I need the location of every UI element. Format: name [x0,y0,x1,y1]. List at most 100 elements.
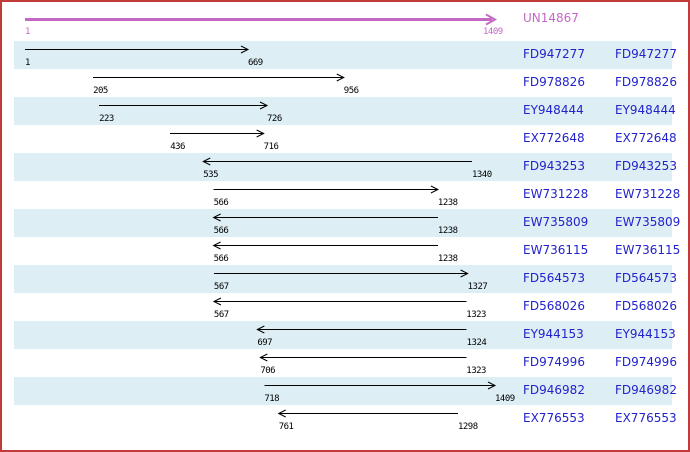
alignment-arrow [202,157,472,166]
alignment-arrow [213,185,440,194]
accession-link-primary[interactable]: EX776553 [523,411,585,425]
end-coordinate-label: 716 [263,142,279,152]
end-coordinate-label: 1409 [495,394,515,404]
end-coordinate-label: 1340 [471,170,492,180]
start-coordinate-label: 718 [264,394,280,404]
end-coordinate-label: 1327 [467,282,488,292]
alignment-arrow [213,269,469,278]
start-coordinate-label: 535 [203,170,219,180]
start-coordinate-label: 223 [99,114,114,124]
alignment-arrow [264,381,497,390]
right-arrowhead-icon [460,269,469,278]
left-arrowhead-icon [256,325,265,334]
alignment-row: 535 1340 FD943253 FD943253 [0,153,690,181]
accession-link-primary[interactable]: FD564573 [523,271,585,285]
right-arrowhead-icon [336,73,345,82]
right-arrowhead-icon [240,45,250,54]
alignment-row: 697 1324 EY944153 EY944153 [0,321,690,349]
row-band [14,97,672,125]
accession-link-secondary[interactable]: FD974996 [615,355,677,369]
reference-start-coordinate: 1 [25,27,30,37]
start-coordinate-label: 697 [257,338,273,348]
end-coordinate-label: 1298 [457,422,478,432]
accession-link-secondary[interactable]: FD947277 [615,47,677,61]
accession-link-secondary[interactable]: EY944153 [615,327,676,341]
start-coordinate-label: 436 [170,142,185,152]
accession-link-primary[interactable]: FD974996 [523,355,585,369]
reference-end-coordinate: 1409 [483,27,503,37]
start-coordinate-label: 205 [93,86,108,96]
end-coordinate-label: 956 [343,86,359,96]
end-coordinate-label: 669 [247,58,263,68]
right-arrowhead-icon [259,101,269,110]
accession-link-secondary[interactable]: FD978826 [615,75,677,89]
alignment-arrow [277,409,458,418]
accession-link-primary[interactable]: FD943253 [523,159,585,173]
accession-link-secondary[interactable]: EW735809 [615,215,681,229]
accession-link-primary[interactable]: EY948444 [523,103,584,117]
accession-link-secondary[interactable]: EY948444 [615,103,676,117]
alignment-row: 205 956 FD978826 FD978826 [0,69,690,97]
right-arrowhead-icon [487,381,497,390]
accession-link-secondary[interactable]: FD564573 [615,271,677,285]
end-coordinate-label: 1323 [466,310,486,320]
reference-arrow [25,13,498,26]
start-coordinate-label: 566 [213,198,229,208]
left-arrowhead-icon [259,353,268,362]
row-band [14,153,672,181]
left-arrowhead-icon [212,241,221,250]
alignment-row: 718 1409 FD946982 FD946982 [0,377,690,405]
accession-link-secondary[interactable]: EX776553 [615,411,677,425]
row-band [14,321,672,349]
accession-link-primary[interactable]: FD978826 [523,75,585,89]
end-coordinate-label: 1324 [466,338,487,348]
accession-link-secondary[interactable]: FD943253 [615,159,677,173]
start-coordinate-label: 706 [260,366,276,376]
accession-link-secondary[interactable]: EX772648 [615,131,677,145]
accession-link-primary[interactable]: EX772648 [523,131,585,145]
accession-link-secondary[interactable]: EW736115 [615,243,681,257]
left-arrowhead-icon [212,297,222,306]
accession-link-secondary[interactable]: EW731228 [615,187,681,201]
row-band [14,209,672,237]
alignment-arrow [25,45,250,54]
right-arrowhead-icon [256,129,265,138]
alignment-arrow [256,325,467,334]
reference-row: UN14867 1 1409 [0,0,690,41]
accession-link-primary[interactable]: EW735809 [523,215,589,229]
start-coordinate-label: 567 [213,282,229,292]
left-arrowhead-icon [277,409,286,418]
left-arrowhead-icon [212,213,221,222]
alignment-row: 566 1238 EW731228 EW731228 [0,181,690,209]
reference-accession-link[interactable]: UN14867 [523,11,579,25]
accession-link-primary[interactable]: EW736115 [523,243,589,257]
alignment-row: 566 1238 EW735809 EW735809 [0,209,690,237]
alignment-row: 706 1323 FD974996 FD974996 [0,349,690,377]
end-coordinate-label: 1238 [437,198,458,208]
accession-link-primary[interactable]: EY944153 [523,327,584,341]
accession-link-primary[interactable]: FD568026 [523,299,585,313]
accession-link-primary[interactable]: EW731228 [523,187,589,201]
row-band [14,265,672,293]
start-coordinate-label: 567 [213,310,229,320]
start-coordinate-label: 761 [278,422,294,432]
start-coordinate-label: 566 [213,226,229,236]
right-arrowhead-icon [430,185,440,194]
end-coordinate-label: 1323 [466,366,486,376]
start-coordinate-label: 566 [213,254,229,264]
end-coordinate-label: 1238 [437,226,458,236]
alignment-row: 567 1323 FD568026 FD568026 [0,293,690,321]
alignment-row: 567 1327 FD564573 FD564573 [0,265,690,293]
accession-link-secondary[interactable]: FD568026 [615,299,677,313]
alignment-row: 436 716 EX772648 EX772648 [0,125,690,153]
alignment-arrow [170,129,265,138]
accession-link-primary[interactable]: FD947277 [523,47,585,61]
accession-link-primary[interactable]: FD946982 [523,383,585,397]
alignment-arrow [259,353,467,362]
accession-link-secondary[interactable]: FD946982 [615,383,677,397]
alignment-arrow [212,241,438,250]
right-arrowhead-icon [485,13,498,26]
alignment-arrow [212,297,467,306]
